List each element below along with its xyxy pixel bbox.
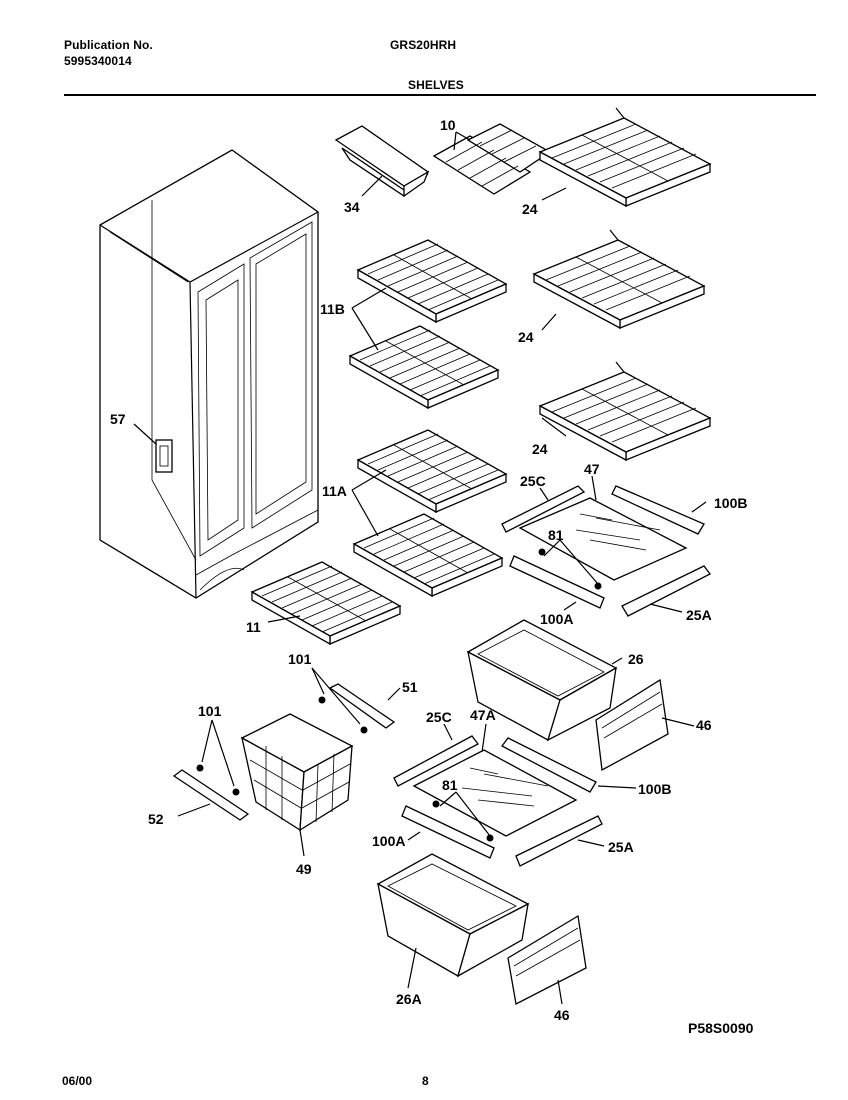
shelf-11a-upper — [357, 429, 507, 513]
callout-24: 24 — [518, 329, 534, 345]
callout-101: 101 — [288, 651, 312, 667]
callout-81: 81 — [548, 527, 564, 543]
callout-49: 49 — [296, 861, 312, 877]
callout-11b: 11B — [320, 301, 345, 317]
shelf-11 — [251, 561, 401, 645]
rail-51 — [318, 683, 396, 734]
shelf-11b-upper — [357, 239, 507, 323]
callout-25a: 25A — [686, 607, 712, 623]
callout-10: 10 — [440, 117, 456, 133]
ice-bucket — [334, 125, 430, 198]
ice-trays — [432, 123, 552, 195]
callout-24: 24 — [532, 441, 548, 457]
callout-47a: 47A — [470, 707, 496, 723]
crisper-pan-26a — [376, 853, 530, 978]
footer-date: 06/00 — [62, 1074, 93, 1088]
callout-25c: 25C — [426, 709, 452, 725]
glass-shelf-47a-assembly — [393, 735, 603, 867]
callout-52: 52 — [148, 811, 164, 827]
callout-100b: 100B — [714, 495, 747, 511]
callout-57: 57 — [110, 411, 126, 427]
callout-labels: 10 34 24 11B 24 57 24 11A 11 25C 47 100B… — [110, 117, 747, 1023]
publication-label: Publication No. — [64, 38, 153, 52]
callout-46: 46 — [554, 1007, 570, 1023]
diagram-code: P58S0090 — [688, 1020, 754, 1036]
freezer-shelf-24-top — [539, 107, 711, 207]
crisper-cover-46-bottom — [507, 914, 587, 1005]
callout-34: 34 — [344, 199, 360, 215]
callout-46: 46 — [696, 717, 712, 733]
header-rule — [64, 94, 816, 96]
publication-number: 5995340014 — [64, 54, 132, 68]
callout-26a: 26A — [396, 991, 422, 1007]
callout-100a: 100A — [540, 611, 573, 627]
crisper-pan-26 — [466, 619, 618, 742]
callout-100a: 100A — [372, 833, 405, 849]
callout-11a: 11A — [322, 483, 347, 499]
model-number: GRS20HRH — [390, 38, 457, 52]
shelf-11a-lower — [353, 513, 503, 597]
callout-81: 81 — [442, 777, 458, 793]
rail-52 — [172, 764, 250, 821]
crisper-cover-46-top — [595, 678, 669, 772]
callout-26: 26 — [628, 651, 644, 667]
callout-24: 24 — [522, 201, 538, 217]
callout-100b: 100B — [638, 781, 671, 797]
page-number: 8 — [422, 1074, 429, 1088]
shelf-11b-lower — [349, 325, 499, 409]
callout-101: 101 — [198, 703, 222, 719]
callout-25a: 25A — [608, 839, 634, 855]
callout-11: 11 — [246, 619, 261, 635]
wire-basket-49 — [240, 713, 354, 832]
freezer-shelf-24-mid — [533, 229, 705, 329]
glass-shelf-47-assembly — [501, 485, 711, 617]
freezer-shelf-24-low — [539, 361, 711, 461]
section-title: SHELVES — [408, 78, 464, 92]
callout-47: 47 — [584, 461, 600, 477]
callout-51: 51 — [402, 679, 418, 695]
refrigerator-cabinet — [99, 149, 319, 599]
callout-25c: 25C — [520, 473, 546, 489]
leader-lines — [133, 131, 707, 1005]
